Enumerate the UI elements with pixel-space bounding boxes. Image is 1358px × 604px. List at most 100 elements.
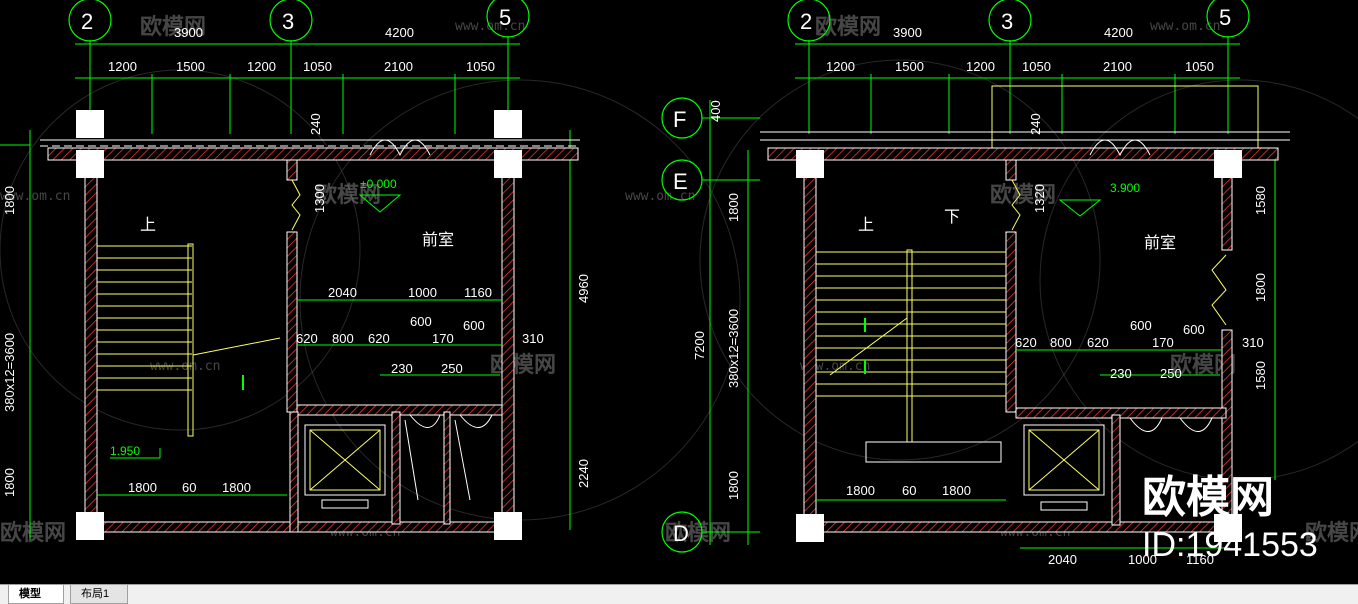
dim-label: 230 <box>391 361 413 376</box>
room-label-anteroom: 前室 <box>422 231 454 249</box>
dim-label: 3900 <box>893 25 922 40</box>
svg-text:2: 2 <box>81 9 93 34</box>
dim-label: 800 <box>1050 335 1072 350</box>
dim-label: 240 <box>308 113 323 135</box>
column <box>796 514 824 542</box>
stair-treads-left <box>97 243 281 437</box>
svg-text:E: E <box>673 169 688 194</box>
dim-label: 1050 <box>1022 59 1051 74</box>
column <box>1214 150 1242 178</box>
dim-label: 310 <box>522 331 544 346</box>
dim-label: 2240 <box>576 459 591 488</box>
dim-label: 1000 <box>408 285 437 300</box>
dim-label: 1800 <box>1253 273 1268 302</box>
dim-label: 1500 <box>176 59 205 74</box>
dim-label: 1800 <box>726 471 741 500</box>
svg-text:3: 3 <box>282 9 294 34</box>
dim-label: 2100 <box>1103 59 1132 74</box>
svg-text:3: 3 <box>1001 9 1013 34</box>
dim-label: 230 <box>1110 366 1132 381</box>
dim-label: 1050 <box>466 59 495 74</box>
axis-bubble-3: 3 <box>988 0 1032 42</box>
dim-label: 1580 <box>1253 186 1268 215</box>
dim-label: 3900 <box>174 25 203 40</box>
dim-label: 1200 <box>108 59 137 74</box>
dim-label: 1500 <box>895 59 924 74</box>
dim-label: 4200 <box>1104 25 1133 40</box>
elevator-car-right <box>1023 424 1105 511</box>
watermark-brand: 欧模网 <box>815 14 881 40</box>
svg-text:2: 2 <box>800 9 812 34</box>
dim-label: 600 <box>410 314 432 329</box>
watermark-layer: 欧模网 www.om.cn 欧模网 www.om.cn 欧模网 www.om.c… <box>0 14 1358 546</box>
dim-label: 1580 <box>1253 361 1268 390</box>
column <box>796 150 824 178</box>
dim-label: 240 <box>1028 113 1043 135</box>
dim-label: 600 <box>1130 318 1152 333</box>
svg-text:D: D <box>673 521 689 546</box>
svg-text:5: 5 <box>1219 5 1231 30</box>
dim-label: 1800 <box>846 483 875 498</box>
axis-bubble-2: 2 <box>68 0 112 42</box>
tab-layout1[interactable]: 布局1 <box>70 585 128 604</box>
watermark-url: www.om.cn <box>0 189 70 204</box>
dim-label: 2100 <box>384 59 413 74</box>
stair-up-label: 上 <box>858 216 874 234</box>
axis-bubble-3: 3 <box>269 0 313 42</box>
cad-drawing-canvas[interactable]: 欧模网 www.om.cn 欧模网 www.om.cn 欧模网 www.om.c… <box>0 0 1358 584</box>
dim-label: 380x12=3600 <box>2 333 17 412</box>
dim-label: 1200 <box>826 59 855 74</box>
stair-treads-right <box>816 249 1006 443</box>
dim-label: 400 <box>708 100 723 122</box>
dim-label: 170 <box>432 331 454 346</box>
dim-label: 2040 <box>1048 552 1077 567</box>
dim-label: 250 <box>1160 366 1182 381</box>
stair-down-label: 下 <box>944 209 960 226</box>
dim-label: 2040 <box>328 285 357 300</box>
dim-label: 620 <box>1087 335 1109 350</box>
dim-label: 1300 <box>312 184 327 213</box>
watermark-brand: 欧模网 <box>490 352 556 378</box>
elevator-car-left <box>304 424 386 509</box>
dim-label: 4200 <box>385 25 414 40</box>
elevation-mark: 1.950 <box>110 444 140 458</box>
column <box>494 512 522 540</box>
dim-label: 620 <box>296 331 318 346</box>
column <box>1214 514 1242 542</box>
dim-label: 620 <box>368 331 390 346</box>
watermark-brand: 欧模网 <box>0 520 66 546</box>
right-floor-plan: 2 3 5 F E D <box>661 0 1290 567</box>
axis-bubble-F: F <box>661 97 703 139</box>
dim-label: 1000 <box>1128 552 1157 567</box>
elevation-mark: 3.900 <box>1110 181 1140 195</box>
dim-label: 1800 <box>2 468 17 497</box>
dim-label: 600 <box>1183 322 1205 337</box>
brand-watermark-large: 欧模网 <box>1142 472 1274 523</box>
dim-label: 310 <box>1242 335 1264 350</box>
column <box>494 110 522 138</box>
dim-label: 1160 <box>464 285 492 300</box>
asset-id-watermark: ID:1941553 <box>1142 526 1318 564</box>
floor-plan-svg: 欧模网 www.om.cn 欧模网 www.om.cn 欧模网 www.om.c… <box>0 0 1358 567</box>
watermark-brand: 欧模网 <box>990 182 1056 208</box>
watermark-brand: 欧模网 <box>665 520 731 546</box>
dim-label: 380x12=3600 <box>726 309 741 388</box>
tab-model[interactable]: 模型 <box>8 585 64 604</box>
dim-label: 1050 <box>303 59 332 74</box>
dim-label: 1320 <box>1032 184 1047 213</box>
dim-label: 60 <box>902 483 916 498</box>
layout-tab-bar: 模型 布局1 <box>0 584 1358 604</box>
dim-label: 600 <box>463 318 485 333</box>
svg-text:5: 5 <box>499 5 511 30</box>
watermark-url: www.om.cn <box>625 189 695 204</box>
stair-up-label: 上 <box>140 216 156 234</box>
dim-label: 1800 <box>222 480 251 495</box>
watermark-url: www.om.cn <box>1150 19 1220 34</box>
elevation-mark: ±0.000 <box>360 177 397 191</box>
column <box>494 150 522 178</box>
dim-label: 1200 <box>966 59 995 74</box>
left-floor-plan: 2 3 5 3900 4200 1200 1500 1200 <box>0 0 591 540</box>
dim-label: 4960 <box>576 274 591 303</box>
dim-label: 1800 <box>128 480 157 495</box>
watermark-brand: 欧模网 <box>140 14 206 40</box>
